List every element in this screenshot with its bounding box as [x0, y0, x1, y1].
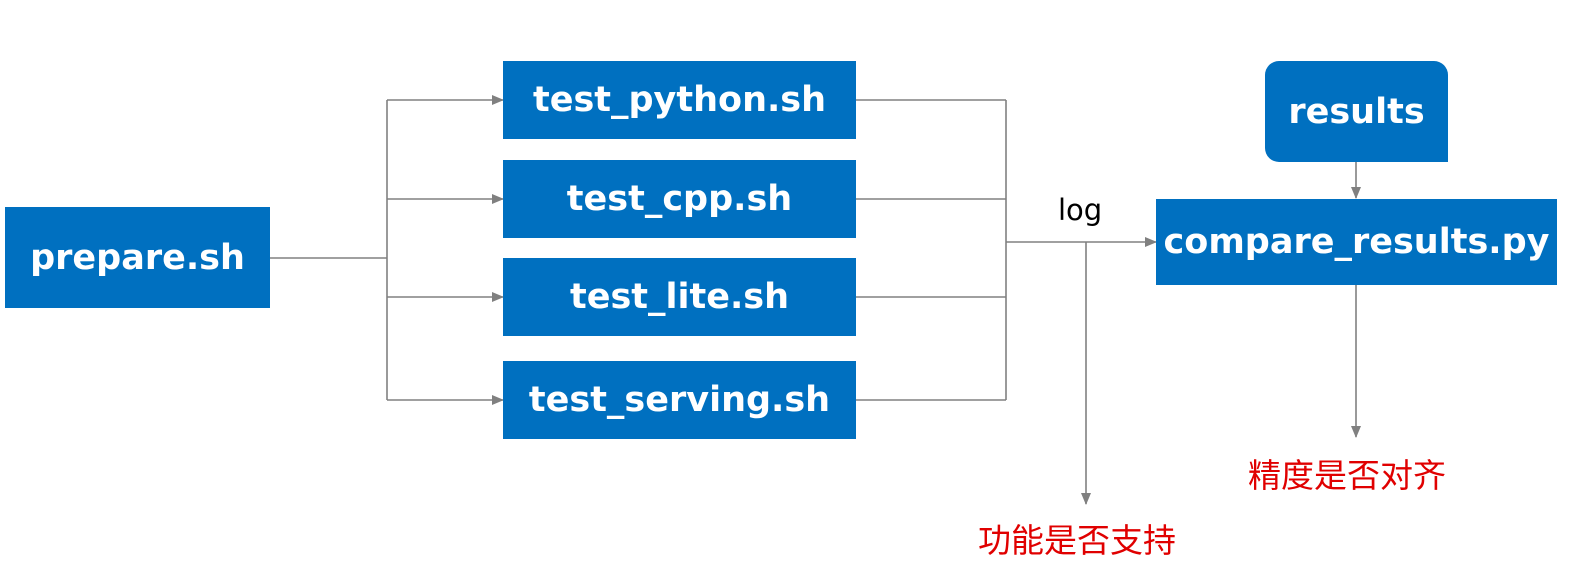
node-test-serving: test_serving.sh — [503, 361, 856, 439]
node-compare-results: compare_results.py — [1156, 199, 1557, 285]
node-test-lite: test_lite.sh — [503, 258, 856, 336]
node-prepare: prepare.sh — [5, 207, 270, 308]
node-test-python: test_python.sh — [503, 61, 856, 139]
label-accuracy-aligned: 精度是否对齐 — [1248, 456, 1446, 495]
node-test-cpp: test_cpp.sh — [503, 160, 856, 238]
node-results: results — [1265, 61, 1448, 162]
label-log: log — [1058, 193, 1103, 227]
label-function-support: 功能是否支持 — [978, 521, 1176, 560]
